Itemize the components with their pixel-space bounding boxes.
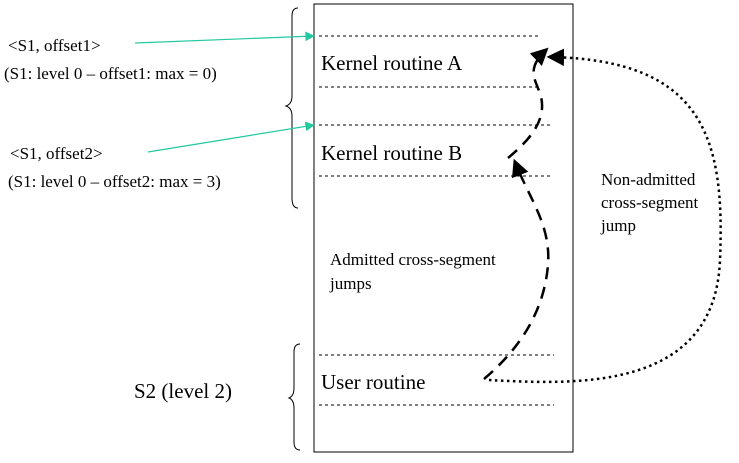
offset1-detail-label: (S1: level 0 – offset1: max = 0) — [4, 64, 217, 83]
non-admitted-jump-label-line3: jump — [600, 216, 636, 235]
non-admitted-jump-label-line1: Non-admitted — [601, 170, 696, 189]
admitted-jumps-label-line1: Admitted cross-segment — [330, 250, 496, 269]
non-admitted-jump-label-line2: cross-segment — [601, 193, 699, 212]
offset2-pointer-arrow — [147, 121, 315, 153]
user-routine-label: User routine — [321, 370, 425, 394]
offset2-detail-label: (S1: level 0 – offset2: max = 3) — [8, 172, 221, 191]
admitted-jump-user-to-b — [483, 158, 550, 380]
s2-segment-label: S2 (level 2) — [134, 379, 232, 403]
s2-brace — [287, 343, 301, 451]
non-admitted-jump-label: Non-admitted cross-segment jump — [600, 170, 703, 235]
admitted-jump-b-to-a — [507, 47, 549, 159]
memory-box — [313, 3, 574, 453]
kernel-routine-a-label: Kernel routine A — [321, 51, 463, 75]
offset2-pointer-label: <S1, offset2> — [10, 144, 103, 163]
offset1-pointer-arrow — [134, 31, 315, 44]
admitted-jumps-label-line2: jumps — [329, 274, 372, 293]
offset1-pointer-label: <S1, offset1> — [8, 36, 101, 55]
admitted-jumps-label: Admitted cross-segment jumps — [329, 250, 500, 293]
kernel-routine-b-label: Kernel routine B — [321, 141, 462, 165]
routine-dividers — [319, 35, 554, 406]
s1-brace — [284, 7, 299, 209]
